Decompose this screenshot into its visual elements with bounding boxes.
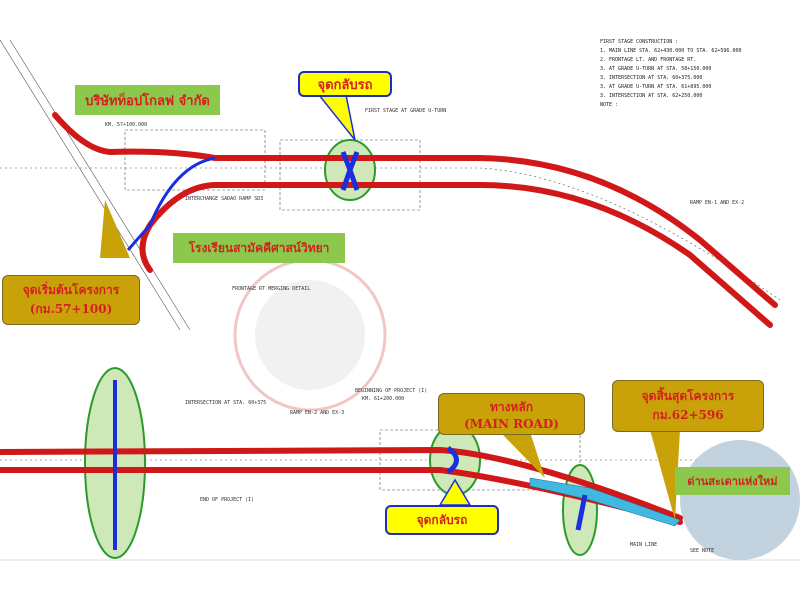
see-note-text: SEE NOTE — [690, 548, 715, 554]
ramp-marker — [575, 494, 588, 531]
main-road-th-text: ทางหลัก — [489, 399, 534, 414]
start-point-text: จุดเริ่มต้นโครงการ — [22, 283, 120, 297]
main-line-text: MAIN LINE — [630, 542, 658, 548]
note-item: 1. MAIN LINE STA. 62+430.000 TO STA. 62+… — [600, 48, 742, 54]
start-callout-tail — [100, 200, 130, 258]
frontage-merge-text: FRONTAGE RT MERGING DETAIL — [232, 286, 311, 292]
end-km-text: กม.62+596 — [652, 408, 724, 422]
interchange-text: INTERCHANGE SADAO RAMP SD3 — [185, 196, 264, 202]
construction-notes: FIRST STAGE CONSTRUCTION : 1. MAIN LINE … — [600, 38, 741, 110]
toll-label: ด่านสะเดาแห่งใหม่ — [675, 467, 790, 495]
u-turn-callout-top: จุดกลับรถ — [298, 71, 392, 97]
u-turn-marker — [340, 151, 360, 191]
note-label: NOTE : — [600, 102, 619, 108]
note-item: 2. FRONTAGE LT. AND FRONTAGE RT. — [600, 57, 697, 63]
school-label: โรงเรียนสามัคคีศาสน์วิทยา — [173, 233, 345, 263]
intersection-text: INTERSECTION AT STA. 60+375 — [185, 400, 267, 406]
km-start-text: KM. 57+100.000 — [105, 122, 148, 128]
end-point-callout: จุดสิ้นสุดโครงการ กม.62+596 — [612, 380, 764, 432]
u-turn-callout-tail — [313, 89, 356, 141]
ramp-en1-text: RAMP EN-1 AND EX-2 — [690, 200, 745, 206]
watermark-logo-inner — [255, 280, 365, 390]
u-turn-callout-bottom: จุดกลับรถ — [385, 505, 499, 535]
ramp-en2-text: RAMP EN-2 AND EX-3 — [290, 410, 345, 416]
start-point-callout: จุดเริ่มต้นโครงการ (กม.57+100) — [2, 275, 140, 325]
beginning-text: BEGINNING OF PROJECT (I) — [355, 388, 428, 394]
toll-text: ด่านสะเดาแห่งใหม่ — [687, 475, 778, 488]
main-road-en-text: (MAIN ROAD) — [464, 416, 559, 431]
notes-title: FIRST STAGE CONSTRUCTION : — [600, 39, 679, 45]
main-road-callout-tail — [500, 432, 545, 478]
km-61-text: KM. 61+200.000 — [362, 396, 405, 402]
note-item: 3. INTERSECTION AT STA. 62+250.000 — [600, 93, 703, 99]
note-item: 3. AT GRADE U-TURN AT STA. 58+150.000 — [600, 66, 712, 72]
ramp-blue — [126, 156, 216, 251]
company-text: บริษัทท็อปโกลฟ จำกัด — [85, 93, 210, 109]
main-road-highlight — [529, 477, 681, 527]
note-item: 3. INTERSECTION AT STA. 60+375.000 — [600, 75, 703, 81]
main-road-callout: ทางหลัก (MAIN ROAD) — [438, 393, 585, 435]
end-point-text: จุดสิ้นสุดโครงการ — [641, 389, 735, 403]
u-turn-marker-bottom — [446, 445, 459, 475]
end-callout-tail — [650, 430, 680, 520]
end-project-text: END OF PROJECT (I) — [200, 497, 255, 503]
toll-plaza-area — [680, 440, 800, 560]
u-turn-top-text: จุดกลับรถ — [317, 77, 373, 93]
company-label: บริษัทท็อปโกลฟ จำกัด — [75, 85, 220, 115]
first-stage-text: FIRST STAGE AT GRADE U-TURN — [365, 108, 447, 114]
school-text: โรงเรียนสามัคคีศาสน์วิทยา — [188, 240, 330, 255]
main-road-top — [52, 112, 778, 328]
start-km-text: (กม.57+100) — [29, 302, 113, 316]
note-item: 3. AT GRADE U-TURN AT STA. 61+895.000 — [600, 84, 712, 90]
u-turn-bottom-text: จุดกลับรถ — [416, 512, 468, 527]
